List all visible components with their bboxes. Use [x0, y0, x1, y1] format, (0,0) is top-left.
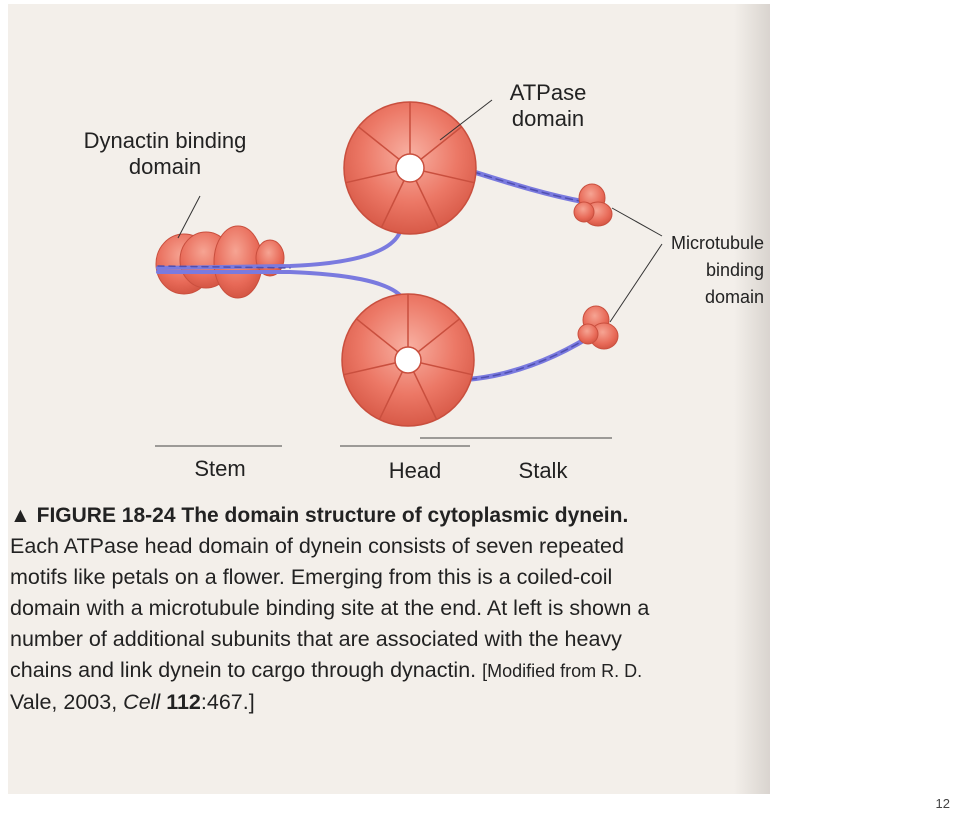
microtubule-binding-label: Microtubule binding domain [670, 233, 764, 307]
page-shadow [734, 4, 770, 794]
atpase-domain-label: ATPase domain [509, 80, 587, 131]
stem-domain [155, 225, 285, 299]
microtubule-binding-lower [577, 305, 619, 350]
stem-label: Stem [194, 456, 246, 481]
reference-journal: Cell [123, 690, 161, 714]
caption-reference: [Modified from R. D. [482, 661, 643, 681]
atpase-head-lower [341, 293, 475, 427]
leader-lines [177, 99, 663, 323]
caption-line: domain with a microtubule binding site a… [10, 596, 650, 620]
reference-author: Vale, 2003, [10, 690, 118, 714]
caption-line: number of additional subunits that are a… [10, 627, 622, 651]
head-label: Head [388, 458, 442, 483]
stalk-label: Stalk [518, 458, 568, 483]
figure-caption: ▲ FIGURE 18-24 The domain structure of c… [10, 500, 762, 718]
figure-number: FIGURE 18-24 [36, 504, 176, 527]
caption-line: motifs like petals on a flower. Emerging… [10, 565, 613, 589]
caption-line: chains and link dynein to cargo through … [10, 658, 477, 682]
page-number: 12 [935, 796, 950, 811]
microtubule-binding-upper [573, 183, 613, 227]
reference-volume: 112 [166, 690, 201, 714]
caption-line: Each ATPase head domain of dynein consis… [10, 534, 624, 558]
dynactin-binding-label: Dynactin binding domain [83, 128, 247, 179]
reference-pages: :467.] [200, 690, 255, 714]
figure-title: The domain structure of cytoplasmic dyne… [181, 504, 629, 527]
atpase-head-upper [343, 101, 477, 235]
region-brackets [155, 437, 612, 447]
triangle-marker-icon: ▲ [10, 504, 31, 527]
